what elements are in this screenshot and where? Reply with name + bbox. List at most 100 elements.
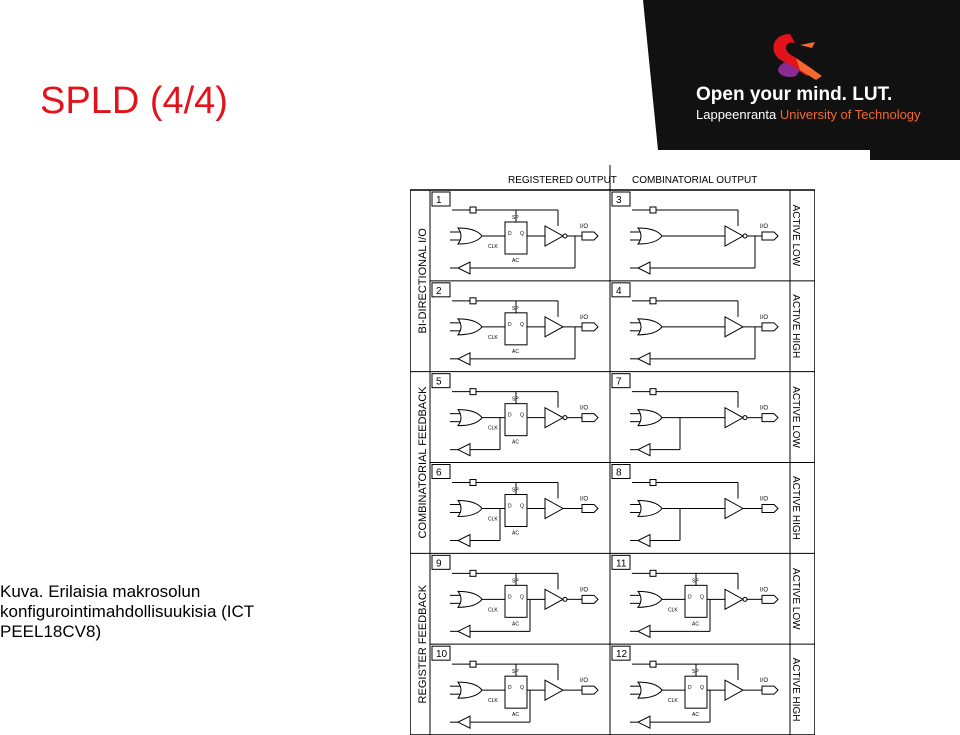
svg-text:D: D [688,685,692,691]
svg-text:AC: AC [512,258,519,264]
polarity-label: ACTIVE HIGH [790,658,801,722]
io-pin [581,231,599,241]
or-gate [457,409,483,427]
polarity-label: ACTIVE HIGH [790,476,801,540]
feedback-buffer [456,261,471,275]
or-gate [457,227,483,245]
svg-text:D: D [508,594,512,600]
io-pin-label: I/O [760,678,768,684]
cell-number: 9 [436,558,442,569]
svg-text:D: D [508,231,512,237]
svg-text:CLK: CLK [488,517,498,523]
feedback-buffer [456,442,471,457]
output-buffer [724,497,745,520]
logo-university: Lappeenranta University of Technology [696,107,921,122]
cell-number: 7 [616,377,622,388]
or-gate [457,590,483,608]
cell-number: 1 [436,195,442,206]
or-gate [637,590,663,608]
cell-number: 5 [436,377,442,388]
polarity-label: ACTIVE HIGH [790,294,801,358]
svg-text:AC: AC [512,531,519,537]
output-buffer [544,588,565,611]
d-flip-flop [504,675,528,709]
io-pin [761,413,779,423]
or-gate [637,681,663,699]
svg-text:D: D [508,504,512,510]
or-gate [457,318,483,336]
svg-text:AC: AC [692,621,699,627]
row-group-label: REGISTER FEEDBACK [417,584,429,703]
svg-text:Q: Q [520,685,524,691]
lut-ampersand-icon [773,34,822,80]
feedback-buffer [636,715,651,729]
svg-text:AC: AC [512,349,519,355]
feedback-buffer [636,533,651,548]
io-pin-label: I/O [580,406,588,412]
or-gate [637,227,663,245]
d-flip-flop [504,584,528,618]
output-buffer [544,679,565,702]
svg-text:Q: Q [520,231,524,237]
io-pin-label: I/O [580,497,588,503]
io-pin-label: I/O [580,678,588,684]
svg-text:Q: Q [520,504,524,510]
figure-caption: Kuva. Erilaisia makrosolun konfigurointi… [0,582,300,642]
logo-background [643,0,960,160]
svg-text:CLK: CLK [488,426,498,432]
svg-text:CLK: CLK [488,698,498,704]
or-gate [637,409,663,427]
col-header-registered: REGISTERED OUTPUT [508,175,617,186]
svg-text:Q: Q [520,413,524,419]
svg-text:AC: AC [512,440,519,446]
svg-text:AC: AC [692,712,699,718]
io-pin-label: I/O [580,587,588,593]
caption-line-3: PEEL18CV8) [0,622,102,641]
cell-number: 10 [436,649,448,660]
io-pin [581,322,599,332]
polarity-label: ACTIVE LOW [790,568,801,630]
d-flip-flop [504,403,528,437]
svg-text:CLK: CLK [488,335,498,341]
macrocell-7: 7I/O [611,373,779,457]
io-pin-label: I/O [580,315,588,321]
io-pin-label: I/O [760,497,768,503]
svg-text:CLK: CLK [668,698,678,704]
polarity-label: ACTIVE LOW [790,386,801,448]
io-pin [761,322,779,332]
macrocell-config-diagram: REGISTERED OUTPUT COMBINATORIAL OUTPUT B… [410,165,815,735]
output-buffer [544,225,565,247]
caption-line-1: Kuva. Erilaisia makrosolun [0,582,201,601]
output-buffer [544,497,565,520]
svg-text:Q: Q [700,685,704,691]
svg-text:CLK: CLK [488,244,498,250]
logo-city: Lappeenranta [696,107,777,122]
caption-line-2: konfigurointimahdollisuukisia (ICT [0,602,255,621]
output-buffer [724,679,745,702]
svg-text:AC: AC [512,621,519,627]
svg-text:D: D [688,594,692,600]
polarity-label: ACTIVE LOW [790,205,801,267]
col-header-combinatorial: COMBINATORIAL OUTPUT [632,175,757,186]
cell-number: 3 [616,195,622,206]
cell-number: 4 [616,286,622,297]
io-pin-label: I/O [580,224,588,230]
or-gate [457,681,483,699]
logo-university-name: University of Technology [779,107,921,122]
feedback-buffer [456,715,471,729]
svg-text:CLK: CLK [488,607,498,613]
io-pin-label: I/O [760,224,768,230]
output-buffer [724,315,745,338]
or-gate [637,318,663,336]
io-pin-label: I/O [760,406,768,412]
d-flip-flop [504,221,528,255]
feedback-buffer [636,442,651,457]
cell-number: 11 [616,558,627,569]
cell-number: 2 [436,286,442,297]
macrocell-3: 3I/O [611,191,779,275]
